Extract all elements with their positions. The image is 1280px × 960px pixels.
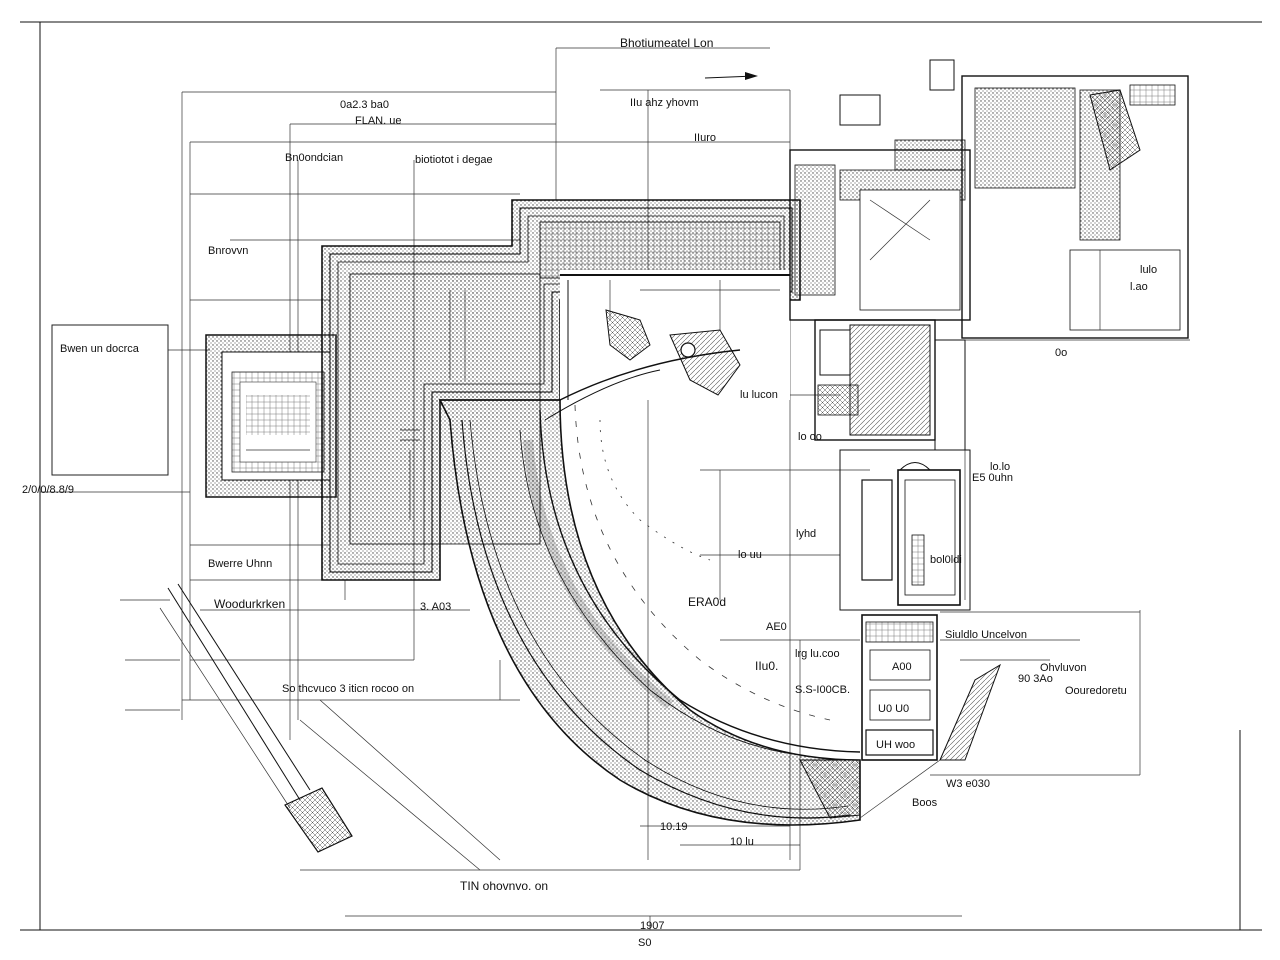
label-right-11: W3 e030: [946, 778, 990, 790]
drawing-title: Bhotiumeatel Lon: [620, 36, 713, 50]
label-mid-8: lrg lu.coo: [795, 648, 840, 660]
bottom-caption: TIN ohovnvo. on: [460, 879, 548, 893]
label-left-3: Bnrovvn: [208, 245, 248, 257]
label-left-2: biotiotot i degae: [415, 154, 493, 166]
left-annex: [51, 324, 337, 498]
bottom-scale-bottom: S0: [638, 937, 651, 949]
label-mid-1: lu lucon: [740, 389, 778, 401]
right-building: [789, 59, 1189, 819]
label-left-box: Bwen un docrca: [60, 343, 140, 355]
label-mid-6: AE0: [766, 621, 787, 633]
label-right-6: bol0ldi: [930, 554, 962, 566]
labels: Bhotiumeatel Lon 0a2.3 ba0 FLAN. ue IIu …: [22, 36, 1157, 949]
label-left-4: Bwerre Uhnn: [208, 558, 272, 570]
label-mid-3: lyhd: [796, 528, 816, 540]
label-right-2: l.ao: [1130, 281, 1148, 293]
sheet-border: [20, 21, 1262, 931]
label-top-1: 0a2.3 ba0: [340, 99, 389, 111]
label-right-4: lo.lo: [990, 461, 1010, 473]
curved-hall: [438, 349, 861, 826]
label-right-5: E5 0uhn: [972, 472, 1013, 484]
label-left-1: Bn0ondcian: [285, 152, 343, 164]
label-top-4: IIuro: [694, 132, 716, 144]
label-right-10: Oouredoretu: [1065, 685, 1127, 697]
label-box-2: U0 U0: [878, 703, 909, 715]
label-top-2: FLAN. ue: [355, 115, 401, 127]
label-right-8: Ohvluvon: [1040, 662, 1086, 674]
label-box-1: A00: [892, 661, 912, 673]
label-mid-10: 10.19: [660, 821, 688, 833]
label-right-1: lulo: [1140, 264, 1157, 276]
label-box-3: UH woo: [876, 739, 915, 751]
label-left-5: Woodurkrken: [214, 597, 285, 611]
ramp-element: [159, 583, 501, 871]
label-mid-4: lo uu: [738, 549, 762, 561]
label-left-6: 3. A03: [420, 601, 451, 613]
label-top-3: IIu ahz yhovm: [630, 97, 698, 109]
label-mid-9: S.S-I00CB.: [795, 684, 850, 696]
label-mid-2: lo oo: [798, 431, 822, 443]
label-right-9: 90 3Ao: [1018, 673, 1053, 685]
label-left-7: So thcvuco 3 iticn rocoo on: [282, 683, 414, 695]
bottom-scale-top: 1907: [640, 920, 664, 932]
label-left-dim: 2/0/0/8.8/9: [22, 484, 74, 496]
label-mid-5: ERA0d: [688, 595, 726, 609]
label-mid-7: IIu0.: [755, 659, 778, 673]
label-right-3: 0o: [1055, 347, 1067, 359]
north-arrow: [704, 72, 758, 80]
label-right-12: Boos: [912, 797, 938, 809]
label-right-7: Siuldlo Uncelvon: [945, 629, 1027, 641]
label-mid-11: 10 lu: [730, 836, 754, 848]
